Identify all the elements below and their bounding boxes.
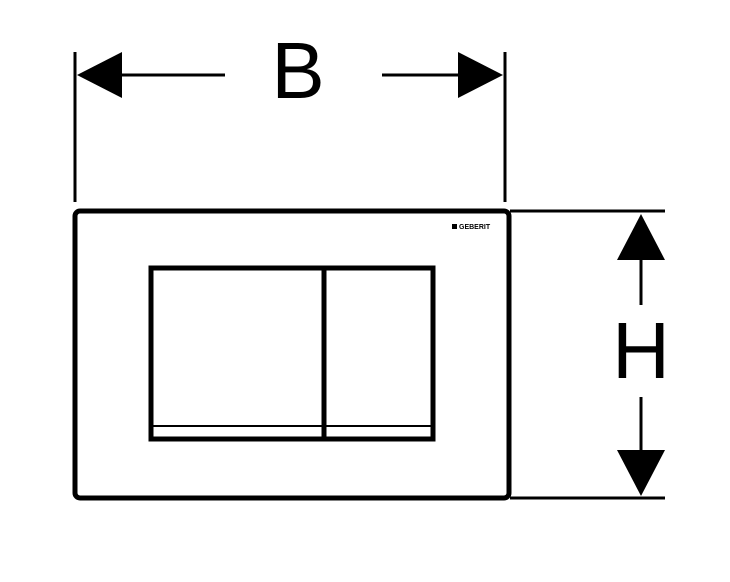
width-label: B: [271, 26, 324, 115]
width-dimension: B: [73, 26, 507, 202]
width-arrowhead-right: [458, 52, 503, 98]
button-frame: [148, 265, 436, 442]
width-arrowhead-left: [77, 52, 122, 98]
brand-name: GEBERIT: [459, 224, 491, 231]
height-arrowhead-top: [617, 214, 665, 260]
flush-plate: GEBERIT: [72, 208, 512, 501]
large-flush-button[interactable]: [154, 271, 321, 436]
brand-square-icon: [452, 224, 457, 229]
actuator-buttons: [148, 265, 436, 442]
height-arrowhead-bottom: [617, 450, 665, 496]
height-label: H: [612, 306, 670, 395]
brand-logo: GEBERIT: [452, 224, 491, 231]
height-dimension: H: [510, 209, 670, 500]
small-flush-button[interactable]: [327, 271, 430, 436]
